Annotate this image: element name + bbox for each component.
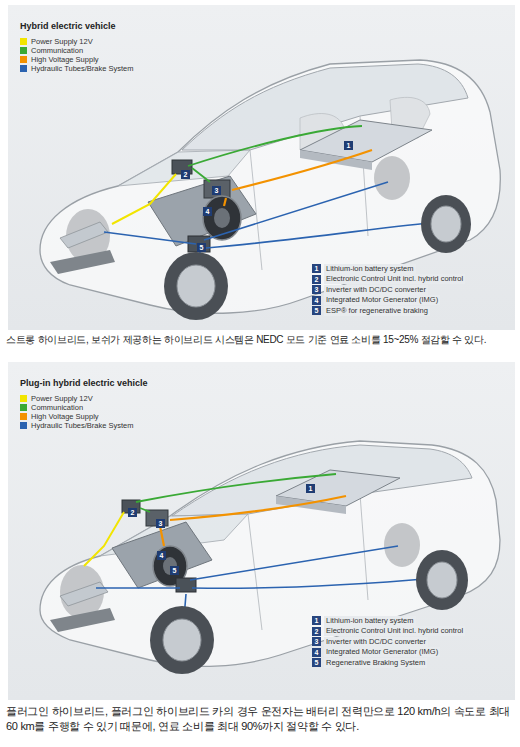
list-number: 3: [312, 285, 321, 294]
legend-text: Hydraulic Tubes/Brake System: [31, 421, 134, 430]
legend-text: Communication: [31, 46, 83, 55]
component-name: Lithium-ion battery system: [324, 264, 416, 274]
panel-ground: [8, 5, 515, 330]
list-number: 5: [312, 306, 321, 315]
legend-row: Hydraulic Tubes/Brake System: [20, 420, 503, 429]
legend-swatch: [20, 413, 27, 420]
legend-text: High Voltage Supply: [31, 55, 99, 64]
callout-number: 4: [157, 551, 166, 560]
panel-title: Plug-in hybrid electric vehicle: [20, 378, 148, 389]
callout-number: 5: [170, 566, 179, 575]
sedan-car: [40, 441, 500, 674]
list-number: 5: [312, 658, 321, 667]
legend: Power Supply 12VCommunicationHigh Voltag…: [20, 393, 503, 429]
list-number: 4: [312, 648, 321, 657]
list-number: 3: [312, 637, 321, 646]
legend-text: Power Supply 12V: [31, 37, 93, 46]
component-name: Lithium-ion battery system: [324, 616, 416, 626]
legend: Power Supply 12VCommunicationHigh Voltag…: [20, 36, 503, 72]
callout-number: 5: [197, 243, 206, 252]
list-number: 4: [312, 296, 321, 305]
list-number: 1: [312, 264, 321, 273]
legend-swatch: [20, 56, 27, 63]
caption: 스트롱 하이브리드, 보쉬가 제공하는 하이브리드 시스템은 NEDC 모드 기…: [6, 333, 514, 346]
list-number: 1: [312, 616, 321, 625]
hatchback-car: [40, 60, 500, 320]
callout-number: 1: [344, 141, 353, 150]
callout-number: 2: [128, 508, 137, 517]
legend-text: High Voltage Supply: [31, 412, 99, 421]
callout-number: 4: [203, 207, 212, 216]
legend-row: High Voltage Supply: [20, 411, 503, 420]
caption: 플러그인 하이브리드, 플러그인 하이브리드 카의 경우 운전자는 배터리 전력…: [6, 704, 514, 734]
legend-row: Communication: [20, 402, 503, 411]
legend-swatch: [20, 38, 27, 45]
list-number: 2: [312, 627, 321, 636]
component-name: ESP® for regenerative braking: [324, 306, 430, 316]
panel-title: Hybrid electric vehicle: [20, 21, 116, 32]
legend-row: Power Supply 12V: [20, 393, 503, 402]
callout-number: 1: [306, 484, 315, 493]
legend-text: Communication: [31, 403, 83, 412]
component-name: Integrated Motor Generator (IMG): [324, 295, 440, 305]
legend-swatch: [20, 404, 27, 411]
legend-swatch: [20, 422, 27, 429]
callout-number: 3: [212, 186, 221, 195]
callout-number: 2: [181, 170, 190, 179]
legend-swatch: [20, 47, 27, 54]
component-name: Electronic Control Unit incl. hybrid con…: [324, 274, 465, 284]
component-name: Integrated Motor Generator (IMG): [324, 647, 440, 657]
callout-number: 3: [156, 519, 165, 528]
component-name: Inverter with DC/DC converter: [324, 637, 428, 647]
component-name: Electronic Control Unit incl. hybrid con…: [324, 626, 465, 636]
legend-row: Power Supply 12V: [20, 36, 503, 45]
component-name: Regenerative Braking System: [324, 658, 427, 668]
component-name: Inverter with DC/DC converter: [324, 285, 428, 295]
legend-row: Communication: [20, 45, 503, 54]
legend-swatch: [20, 395, 27, 402]
list-number: 2: [312, 275, 321, 284]
legend-text: Hydraulic Tubes/Brake System: [31, 64, 134, 73]
panel-ground: [8, 362, 515, 700]
legend-swatch: [20, 65, 27, 72]
legend-text: Power Supply 12V: [31, 394, 93, 403]
legend-row: High Voltage Supply: [20, 54, 503, 63]
legend-row: Hydraulic Tubes/Brake System: [20, 63, 503, 72]
